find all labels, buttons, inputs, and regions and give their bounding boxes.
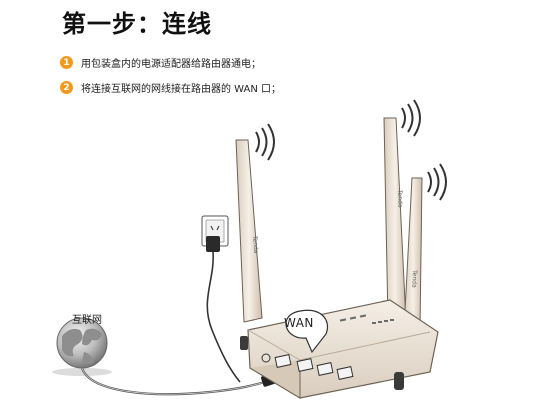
router <box>240 299 439 399</box>
step-2: 2 将连接互联网的网线接在路由器的 WAN 口； <box>60 80 281 95</box>
svg-text:Tenda: Tenda <box>410 269 418 288</box>
power-outlet-icon <box>201 215 229 252</box>
antenna-brand: Tenda <box>251 235 259 254</box>
center-antenna: Tenda <box>383 117 407 323</box>
step-number-badge: 1 <box>60 56 73 69</box>
internet-globe-icon <box>52 317 112 376</box>
step-number-badge: 2 <box>60 81 73 94</box>
ethernet-ports <box>274 354 354 380</box>
wan-callout <box>285 309 329 354</box>
power-cable <box>206 251 241 383</box>
left-antenna: Tenda <box>235 139 263 323</box>
wan-port-label: WAN <box>284 316 314 330</box>
wifi-signal-icon <box>255 99 447 201</box>
svg-text:Tenda: Tenda <box>396 189 404 208</box>
internet-label: 互联网 <box>72 315 102 326</box>
step-text: 将连接互联网的网线接在路由器的 WAN 口； <box>81 84 282 95</box>
step-text: 用包装盒内的电源适配器给路由器通电； <box>81 59 261 70</box>
right-antenna: Tenda <box>403 177 423 331</box>
step-1: 1 用包装盒内的电源适配器给路由器通电； <box>60 55 261 70</box>
status-lights <box>339 314 394 324</box>
page-title: 第一步：连线 <box>62 10 212 38</box>
